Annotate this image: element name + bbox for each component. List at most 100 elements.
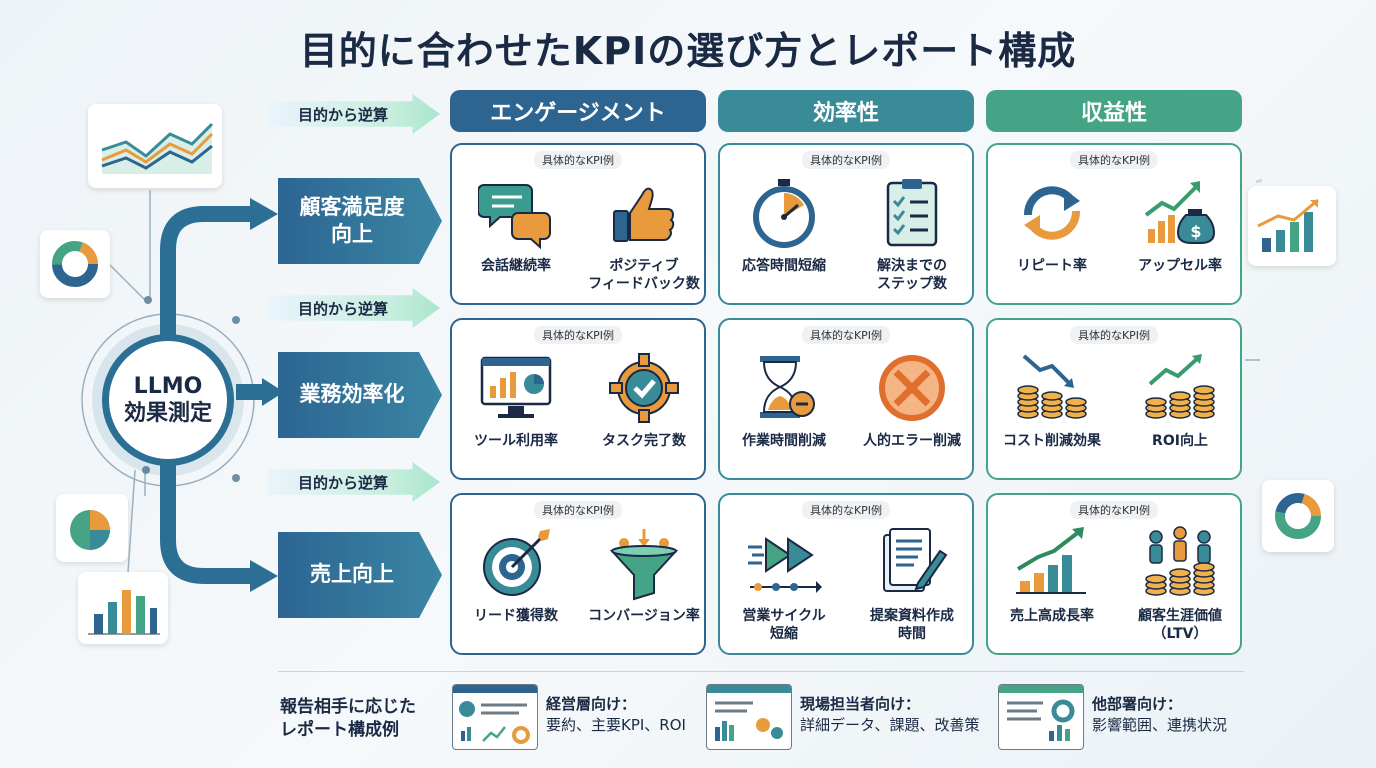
kpi-label: 作業時間削減 [742, 433, 826, 449]
back-calc-label: 目的から逆算 [298, 105, 389, 124]
kpi-example-badge: 具体的なKPI例 [801, 326, 891, 344]
page-title: 目的に合わせたKPIの選び方とレポート構成 [299, 29, 1077, 73]
report-audience: 現場担当者向け： [800, 695, 921, 713]
coins-down-icon [1017, 354, 1087, 419]
kpi-card: 具体的なKPI例 リード獲得数 コンバージョン率 [450, 493, 706, 655]
goal-label: 業務効率化 [299, 382, 405, 407]
growth-bars-icon [1016, 527, 1086, 594]
document-pen-icon [883, 528, 948, 592]
goal-sales-growth: 売上向上 [278, 532, 442, 618]
kpi-item: ツール利用率 [452, 346, 580, 476]
kpi-item: リピート率 [988, 171, 1116, 301]
goal-label: 顧客満足度 向上 [299, 194, 405, 246]
kpi-card: 具体的なKPI例 営業サイクル 短縮 提案資料作成 時間 [718, 493, 974, 655]
chat-bubbles-icon [478, 184, 551, 250]
kpi-label: 提案資料作成 時間 [870, 608, 954, 643]
donut-chart-thumbnail-icon [1262, 480, 1334, 552]
checklist-clipboard-icon [886, 179, 938, 247]
kpi-label: 営業サイクル 短縮 [742, 608, 826, 643]
line-chart-thumbnail-icon [88, 104, 222, 188]
kpi-label: 売上高成長率 [1010, 608, 1094, 624]
goal-label: 売上向上 [310, 562, 394, 587]
goal-operational-efficiency: 業務効率化 [278, 352, 442, 438]
kpi-example-badge: 具体的なKPI例 [533, 151, 623, 169]
target-icon [483, 529, 550, 596]
hourglass-icon [760, 356, 815, 418]
kpi-label: リピート率 [1017, 258, 1087, 274]
kpi-example-badge: 具体的なKPI例 [801, 151, 891, 169]
report-audience: 経営層向け： [546, 695, 637, 713]
kpi-label: リード獲得数 [474, 608, 558, 624]
repeat-arrows-icon [1023, 186, 1081, 240]
donut-chart-thumbnail-icon [40, 230, 110, 298]
field-report-thumbnail-icon [706, 684, 792, 750]
kpi-label: 人的エラー削減 [863, 433, 961, 449]
kpi-example-badge: 具体的なKPI例 [1069, 326, 1159, 344]
kpi-label: ポジティブ フィードバック数 [588, 258, 700, 293]
growth-chart-thumbnail-icon [1248, 186, 1336, 266]
back-calc-label: 目的から逆算 [298, 299, 389, 318]
kpi-item: コスト削減効果 [988, 346, 1116, 476]
kpi-card: 具体的なKPI例 応答時間短縮 解決までの ステップ数 [718, 143, 974, 305]
kpi-item: 応答時間短縮 [720, 171, 848, 301]
kpi-label: 顧客生涯価値 （LTV） [1138, 608, 1222, 643]
report-contents: 要約、主要KPI、ROI [546, 716, 686, 734]
kpi-label: コスト削減効果 [1003, 433, 1101, 449]
fast-forward-icon [748, 537, 822, 593]
column-header-engagement: エンゲージメント [450, 90, 706, 132]
kpi-card: 具体的なKPI例 売上高成長率 顧客生涯価値 （LTV） [986, 493, 1242, 655]
pie-chart-thumbnail-icon [56, 494, 128, 562]
kpi-item: $ アップセル率 [1116, 171, 1244, 301]
kpi-label: ROI向上 [1152, 433, 1208, 449]
kpi-item: リード獲得数 [452, 521, 580, 651]
goal-customer-satisfaction: 顧客満足度 向上 [278, 178, 442, 264]
column-header-efficiency: 効率性 [718, 90, 974, 132]
customers-coins-icon [1145, 526, 1215, 596]
no-error-icon [879, 355, 945, 421]
kpi-card: 具体的なKPI例 リピート率 $ アップセル率 [986, 143, 1242, 305]
kpi-example-badge: 具体的なKPI例 [1069, 151, 1159, 169]
kpi-label: 応答時間短縮 [742, 258, 826, 274]
bar-chart-thumbnail-icon [78, 572, 168, 644]
thumbs-up-icon [613, 187, 675, 242]
kpi-item: 売上高成長率 [988, 521, 1116, 651]
section-divider [278, 671, 1244, 672]
kpi-example-badge: 具体的なKPI例 [1069, 501, 1159, 519]
hub-line2: 効果測定 [123, 401, 212, 426]
gear-check-icon [609, 353, 679, 423]
kpi-item: 作業時間削減 [720, 346, 848, 476]
column-label: エンゲージメント [490, 101, 666, 126]
kpi-card: 具体的なKPI例 ツール利用率 タスク完了数 [450, 318, 706, 480]
column-label: 収益性 [1080, 101, 1147, 126]
kpi-label: ツール利用率 [474, 433, 558, 449]
kpi-label: コンバージョン率 [588, 608, 700, 624]
back-calc-label: 目的から逆算 [298, 473, 389, 492]
executive-report-thumbnail-icon [452, 684, 538, 750]
report-contents: 影響範囲、連携状況 [1092, 716, 1228, 734]
kpi-item: 提案資料作成 時間 [848, 521, 976, 651]
kpi-item: 解決までの ステップ数 [848, 171, 976, 301]
report-audience: 他部署向け： [1092, 695, 1183, 713]
stopwatch-icon [753, 179, 815, 248]
department-report-thumbnail-icon [998, 684, 1084, 750]
llmo-hub-circle: LLMO 効果測定 [102, 334, 234, 466]
kpi-example-badge: 具体的なKPI例 [533, 501, 623, 519]
kpi-item: ROI向上 [1116, 346, 1244, 476]
kpi-item: ポジティブ フィードバック数 [580, 171, 708, 301]
kpi-card: 具体的なKPI例 会話継続率 ポジティブ フィードバック数 [450, 143, 706, 305]
column-label: 効率性 [812, 101, 879, 126]
kpi-card: 具体的なKPI例 作業時間削減 人的エラー削減 [718, 318, 974, 480]
growth-moneybag-icon: $ [1144, 181, 1216, 244]
kpi-example-badge: 具体的なKPI例 [801, 501, 891, 519]
svg-text:$: $ [1190, 222, 1201, 241]
kpi-label: アップセル率 [1138, 258, 1222, 274]
coins-up-icon [1145, 354, 1215, 419]
kpi-label: 解決までの ステップ数 [877, 258, 947, 293]
dashboard-monitor-icon [480, 356, 552, 418]
kpi-item: 会話継続率 [452, 171, 580, 301]
kpi-item: タスク完了数 [580, 346, 708, 476]
funnel-icon [609, 529, 679, 601]
kpi-item: 顧客生涯価値 （LTV） [1116, 521, 1244, 651]
kpi-card: 具体的なKPI例 コスト削減効果 ROI向上 [986, 318, 1242, 480]
kpi-item: 人的エラー削減 [848, 346, 976, 476]
